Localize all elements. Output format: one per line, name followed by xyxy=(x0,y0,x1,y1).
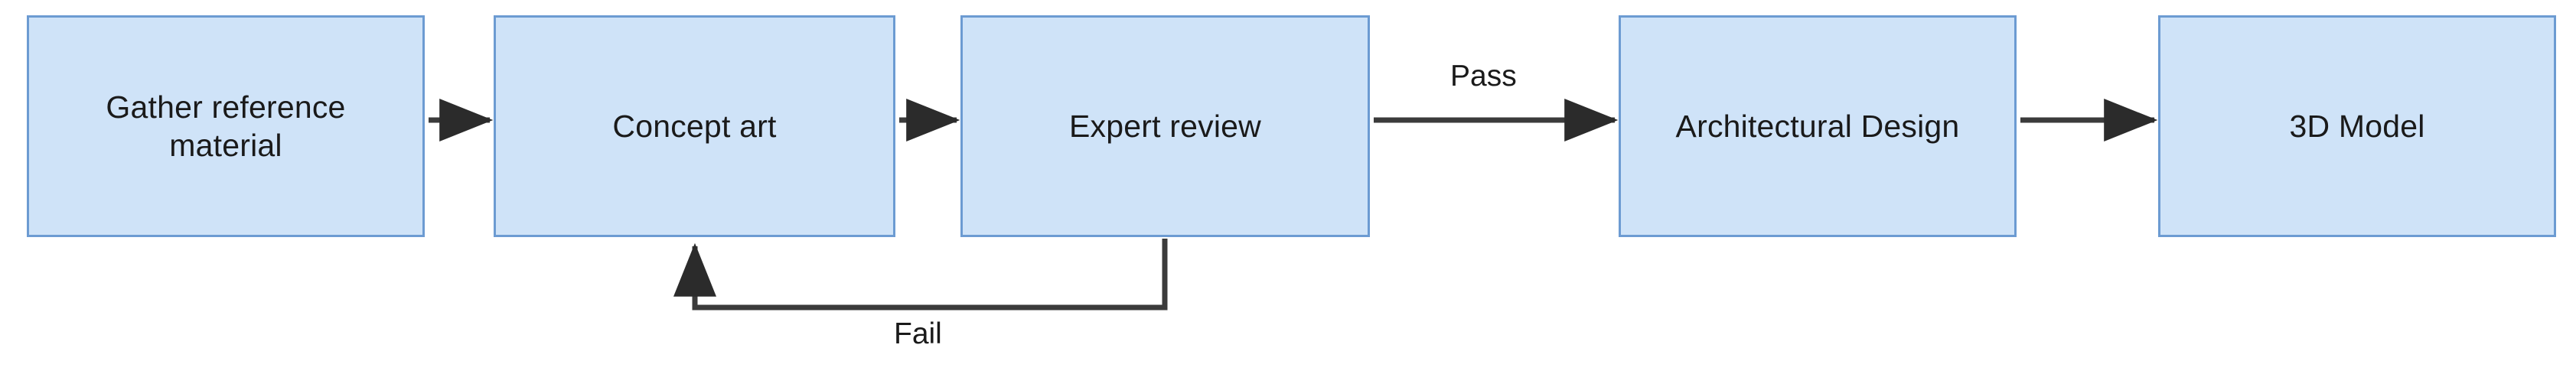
node-architectural-design[interactable]: Architectural Design xyxy=(1619,15,2017,237)
node-label: Concept art xyxy=(612,108,777,144)
edge-label-pass: Pass xyxy=(1450,60,1517,93)
edge-review-to-concept-fail-loop xyxy=(673,239,1168,311)
node-label: Gather reference material xyxy=(106,89,346,163)
node-concept-art[interactable]: Concept art xyxy=(494,15,895,237)
node-label: Architectural Design xyxy=(1675,108,1960,144)
node-label: Expert review xyxy=(1069,108,1261,144)
node-gather-reference-material[interactable]: Gather reference material xyxy=(27,15,425,237)
edge-label-fail: Fail xyxy=(894,317,942,350)
node-label: 3D Model xyxy=(2289,108,2425,144)
node-3d-model[interactable]: 3D Model xyxy=(2158,15,2556,237)
node-expert-review[interactable]: Expert review xyxy=(960,15,1370,237)
